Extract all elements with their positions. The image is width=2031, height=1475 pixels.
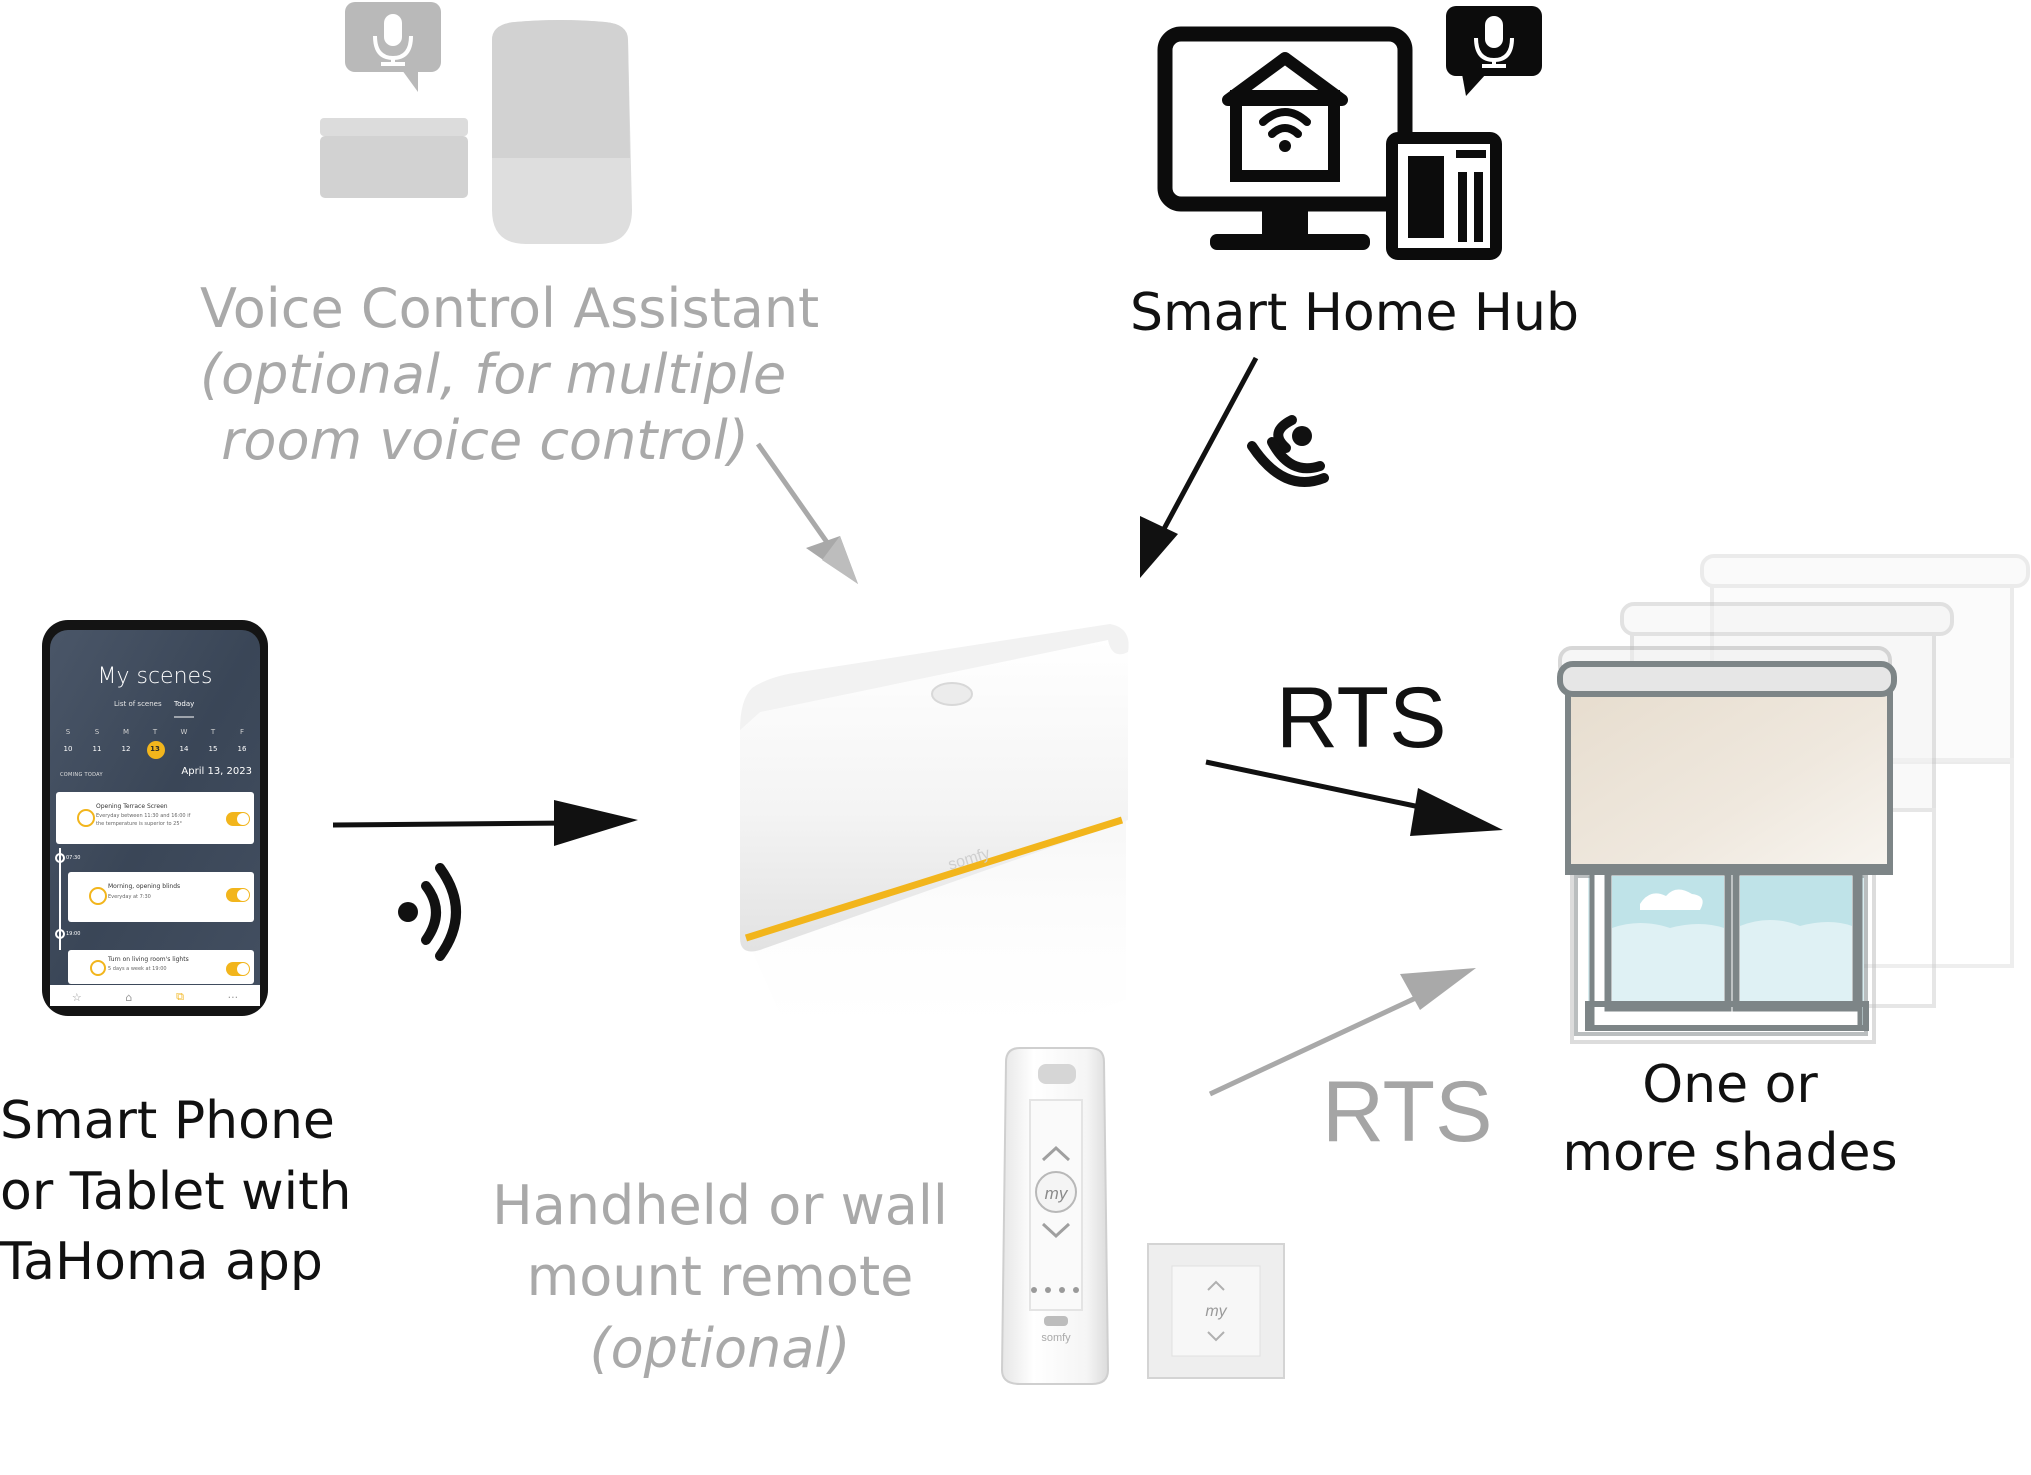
scene-detail: Everyday at 7:30 — [108, 894, 151, 900]
smartphone-label: Smart Phone or Tablet with TaHoma app — [0, 1086, 352, 1298]
remote-label-line3: (optional) — [589, 1316, 851, 1380]
microphone-icon — [345, 2, 441, 92]
weekday: M — [122, 728, 130, 736]
phone-label-line3: TaHoma app — [0, 1232, 323, 1293]
voice-label-line1: Voice Control Assistant — [200, 277, 820, 340]
remote-logo: somfy — [1041, 1332, 1071, 1344]
calendar-date[interactable]: 10 — [63, 745, 73, 753]
section-label: COMING TODAY — [60, 772, 103, 778]
smartphone-icon — [42, 620, 268, 1016]
date-label: April 13, 2023 — [181, 766, 252, 777]
phone-label-line1: Smart Phone — [0, 1091, 335, 1151]
weekday: T — [210, 728, 216, 736]
tahoma-hub-icon: somfy — [740, 624, 1129, 1060]
smart-speaker-icon — [492, 20, 632, 244]
remote-label-line1: Handheld or wall — [492, 1174, 948, 1237]
time-label: 19:00 — [66, 931, 81, 937]
smart-home-hub-icon — [1157, 6, 1542, 260]
scene-detail: Everyday between 11:30 and 16:00 if — [96, 813, 191, 819]
shades-label-line1: One or — [1642, 1055, 1818, 1115]
arrow-smarthub-to-hub — [1140, 356, 1259, 578]
microphone-icon — [1446, 6, 1542, 96]
phone-label-line2: or Tablet with — [0, 1161, 352, 1222]
weekday: S — [94, 728, 100, 736]
shades-label: One or more shades — [1560, 1052, 1900, 1187]
remote-my-button: my — [1045, 1184, 1069, 1203]
app-screen: My scenes List of scenes Today S S M T W… — [50, 630, 260, 1006]
voice-assistant-label: Voice Control Assistant (optional, for m… — [200, 276, 820, 474]
scene-detail: 5 days a week at 19:00 — [108, 966, 167, 972]
remote-label: Handheld or wall mount remote (optional) — [470, 1170, 970, 1384]
calendar-date[interactable]: 16 — [237, 745, 247, 753]
scenes-icon[interactable]: ⧉ — [176, 990, 184, 1003]
smart-display-icon — [320, 118, 468, 198]
wall-switch-icon: my — [1147, 1243, 1285, 1379]
weekday: W — [180, 728, 188, 736]
scene-title: Opening Terrace Screen — [96, 803, 168, 810]
voice-label-line2: (optional, for multiple — [200, 342, 787, 406]
hub-label-line1: Smart Home Hub — [1130, 283, 1579, 343]
time-label: 07:30 — [66, 855, 81, 861]
smart-home-hub-label: Smart Home Hub — [1130, 282, 1579, 345]
calendar-dates: 10 11 12 13 14 15 16 — [56, 745, 254, 753]
star-icon[interactable]: ☆ — [71, 990, 82, 1004]
scene-title: Turn on living room's lights — [108, 956, 189, 963]
tab-today[interactable]: Today — [174, 700, 195, 708]
handheld-remote-icon: my somfy — [1000, 1047, 1110, 1385]
calendar-date-selected[interactable]: 13 — [150, 745, 160, 753]
app-title: My scenes — [97, 664, 213, 689]
roller-shade-icon — [1557, 554, 2030, 1044]
rts-label-secondary: RTS — [1322, 1064, 1493, 1160]
calendar-date[interactable]: 14 — [179, 745, 189, 753]
scene-detail: the temperature is superior to 25° — [96, 821, 183, 827]
voice-label-line3: room voice control) — [221, 408, 749, 472]
arrow-remote-to-shades — [1208, 968, 1476, 1097]
weekday: F — [239, 728, 245, 736]
app-bottom-nav: ☆ ⌂ ⧉ ··· — [50, 988, 260, 1006]
remote-label-line2: mount remote — [526, 1245, 914, 1309]
arrow-voice-to-hub — [755, 442, 858, 584]
rts-label-primary: RTS — [1276, 670, 1447, 766]
calendar-date[interactable]: 15 — [208, 745, 218, 753]
scene-title: Morning, opening blinds — [108, 883, 181, 890]
wireless-signal-icon — [398, 863, 461, 961]
weekday: T — [152, 728, 158, 736]
switch-my-button: my — [1205, 1303, 1227, 1320]
arrow-phone-to-hub — [332, 800, 638, 846]
arrow-hub-to-shades — [1205, 759, 1503, 836]
calendar-date[interactable]: 12 — [121, 745, 131, 753]
shades-label-line2: more shades — [1562, 1122, 1898, 1183]
calendar-weekdays: S S M T W T F — [56, 728, 254, 736]
wireless-signal-icon — [1247, 415, 1329, 487]
tab-list-of-scenes[interactable]: List of scenes — [114, 700, 162, 708]
voice-assistant-devices — [320, 2, 632, 244]
home-icon[interactable]: ⌂ — [125, 990, 133, 1004]
weekday: S — [65, 728, 71, 736]
calendar-date[interactable]: 11 — [92, 745, 102, 753]
more-icon[interactable]: ··· — [227, 990, 239, 1004]
